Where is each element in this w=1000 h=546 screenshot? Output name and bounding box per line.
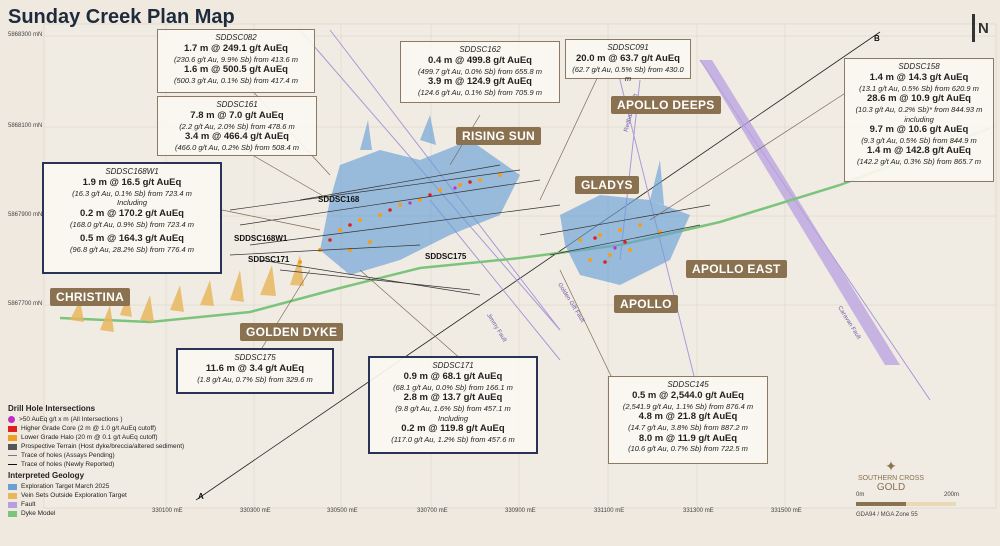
legend-item: Prospective Terrain (Host dyke/breccia/a… [8, 442, 208, 451]
prospect-label-golden-dyke: GOLDEN DYKE [240, 323, 344, 341]
section-label-b: B [874, 34, 880, 43]
easting-label: 331500 mE [771, 508, 802, 514]
hole-label: SDDSC168W1 [234, 234, 288, 243]
intersection-dots [298, 173, 662, 264]
square-swatch-icon [8, 434, 17, 441]
callout-sddsc082: SDDSC082 1.7 m @ 249.1 g/t AuEq (230.6 g… [157, 29, 315, 93]
easting-label: 331100 mE [594, 508, 625, 514]
callout-sddsc161: SDDSC161 7.8 m @ 7.0 g/t AuEq (2.2 g/t A… [157, 96, 317, 156]
callout-sddsc091: SDDSC091 20.0 m @ 63.7 g/t AuEq (62.7 g/… [565, 39, 691, 83]
map-legend: Drill Hole Intersections >50 AuEq g/t x … [8, 402, 208, 518]
legend-item: Dyke Model [8, 509, 208, 518]
legend-item: Lower Grade Halo (20 m @ 0.1 g/t AuEq cu… [8, 433, 208, 442]
prospect-label-gladys: GLADYS [575, 176, 639, 194]
northing-label: 5868300 mN [8, 32, 43, 38]
easting-label: 331300 mE [683, 508, 714, 514]
callout-sddsc162: SDDSC162 0.4 m @ 499.8 g/t AuEq (499.7 g… [400, 41, 560, 103]
callout-sddsc168w1: SDDSC168W1 1.9 m @ 16.5 g/t AuEq (16.3 g… [42, 162, 222, 274]
prospect-label-apollo-deeps: APOLLO DEEPS [611, 96, 721, 114]
prospect-label-christina: CHRISTINA [50, 288, 131, 306]
callout-sddsc171: SDDSC171 0.9 m @ 68.1 g/t AuEq (68.1 g/t… [368, 356, 538, 454]
legend-item: Trace of holes (Newly Reported) [8, 460, 208, 469]
dyke-model [59, 126, 991, 324]
legend-heading: Drill Hole Intersections [8, 404, 96, 413]
legend-item: Trace of holes (Assays Pending) [8, 451, 208, 460]
prospect-label-apollo-east: APOLLO EAST [686, 260, 787, 278]
easting-label: 330700 mE [417, 508, 448, 514]
section-line [195, 31, 881, 501]
easting-label: 330900 mE [505, 508, 536, 514]
company-logo: ✦ SOUTHERN CROSS GOLD [846, 458, 936, 493]
line-swatch-icon [8, 464, 17, 465]
north-arrow-icon: N [972, 14, 990, 42]
star-icon: ✦ [885, 458, 897, 474]
legend-item: Exploration Target March 2025 [8, 482, 208, 491]
circle-swatch-icon [8, 416, 15, 423]
scale-bar: 0m 200m GDA94 / MGA Zone 55 [856, 492, 960, 518]
northing-label: 5868100 mN [8, 123, 43, 129]
square-swatch-icon [8, 483, 17, 490]
section-label-a: A [198, 492, 204, 501]
square-swatch-icon [8, 492, 17, 499]
hole-label: SDDSC168 [318, 195, 360, 204]
callout-sddsc175: SDDSC175 11.6 m @ 3.4 g/t AuEq (1.8 g/t … [176, 348, 334, 394]
northing-label: 5867900 mN [8, 212, 43, 218]
legend-item: >50 AuEq g/t x m (All Intersections ) [8, 415, 208, 424]
map-title: Sunday Creek Plan Map [8, 6, 235, 28]
line-swatch-icon [8, 455, 17, 456]
caravan-fault-zone [700, 60, 900, 365]
square-swatch-icon [8, 501, 17, 508]
square-swatch-icon [8, 443, 17, 450]
legend-heading: Interpreted Geology [8, 471, 85, 480]
callout-sddsc158: SDDSC158 1.4 m @ 14.3 g/t AuEq (13.1 g/t… [844, 58, 994, 182]
northing-label: 5867700 mN [8, 301, 43, 307]
square-swatch-icon [8, 510, 17, 517]
hole-label: SDDSC171 [248, 255, 290, 264]
callout-sddsc145: SDDSC145 0.5 m @ 2,544.0 g/t AuEq (2,541… [608, 376, 768, 464]
legend-item: Fault [8, 500, 208, 509]
easting-label: 330100 mE [152, 508, 183, 514]
drill-traces [229, 164, 711, 296]
hole-label: SDDSC175 [425, 252, 467, 261]
legend-item: Higher Grade Core (2 m @ 1.0 g/t AuEq cu… [8, 424, 208, 433]
prospect-label-rising-sun: RISING SUN [456, 127, 542, 145]
prospect-label-apollo: APOLLO [614, 295, 678, 313]
easting-label: 330500 mE [327, 508, 358, 514]
legend-item: Vein Sets Outside Exploration Target [8, 491, 208, 500]
easting-label: 330300 mE [240, 508, 271, 514]
square-swatch-icon [8, 425, 17, 432]
